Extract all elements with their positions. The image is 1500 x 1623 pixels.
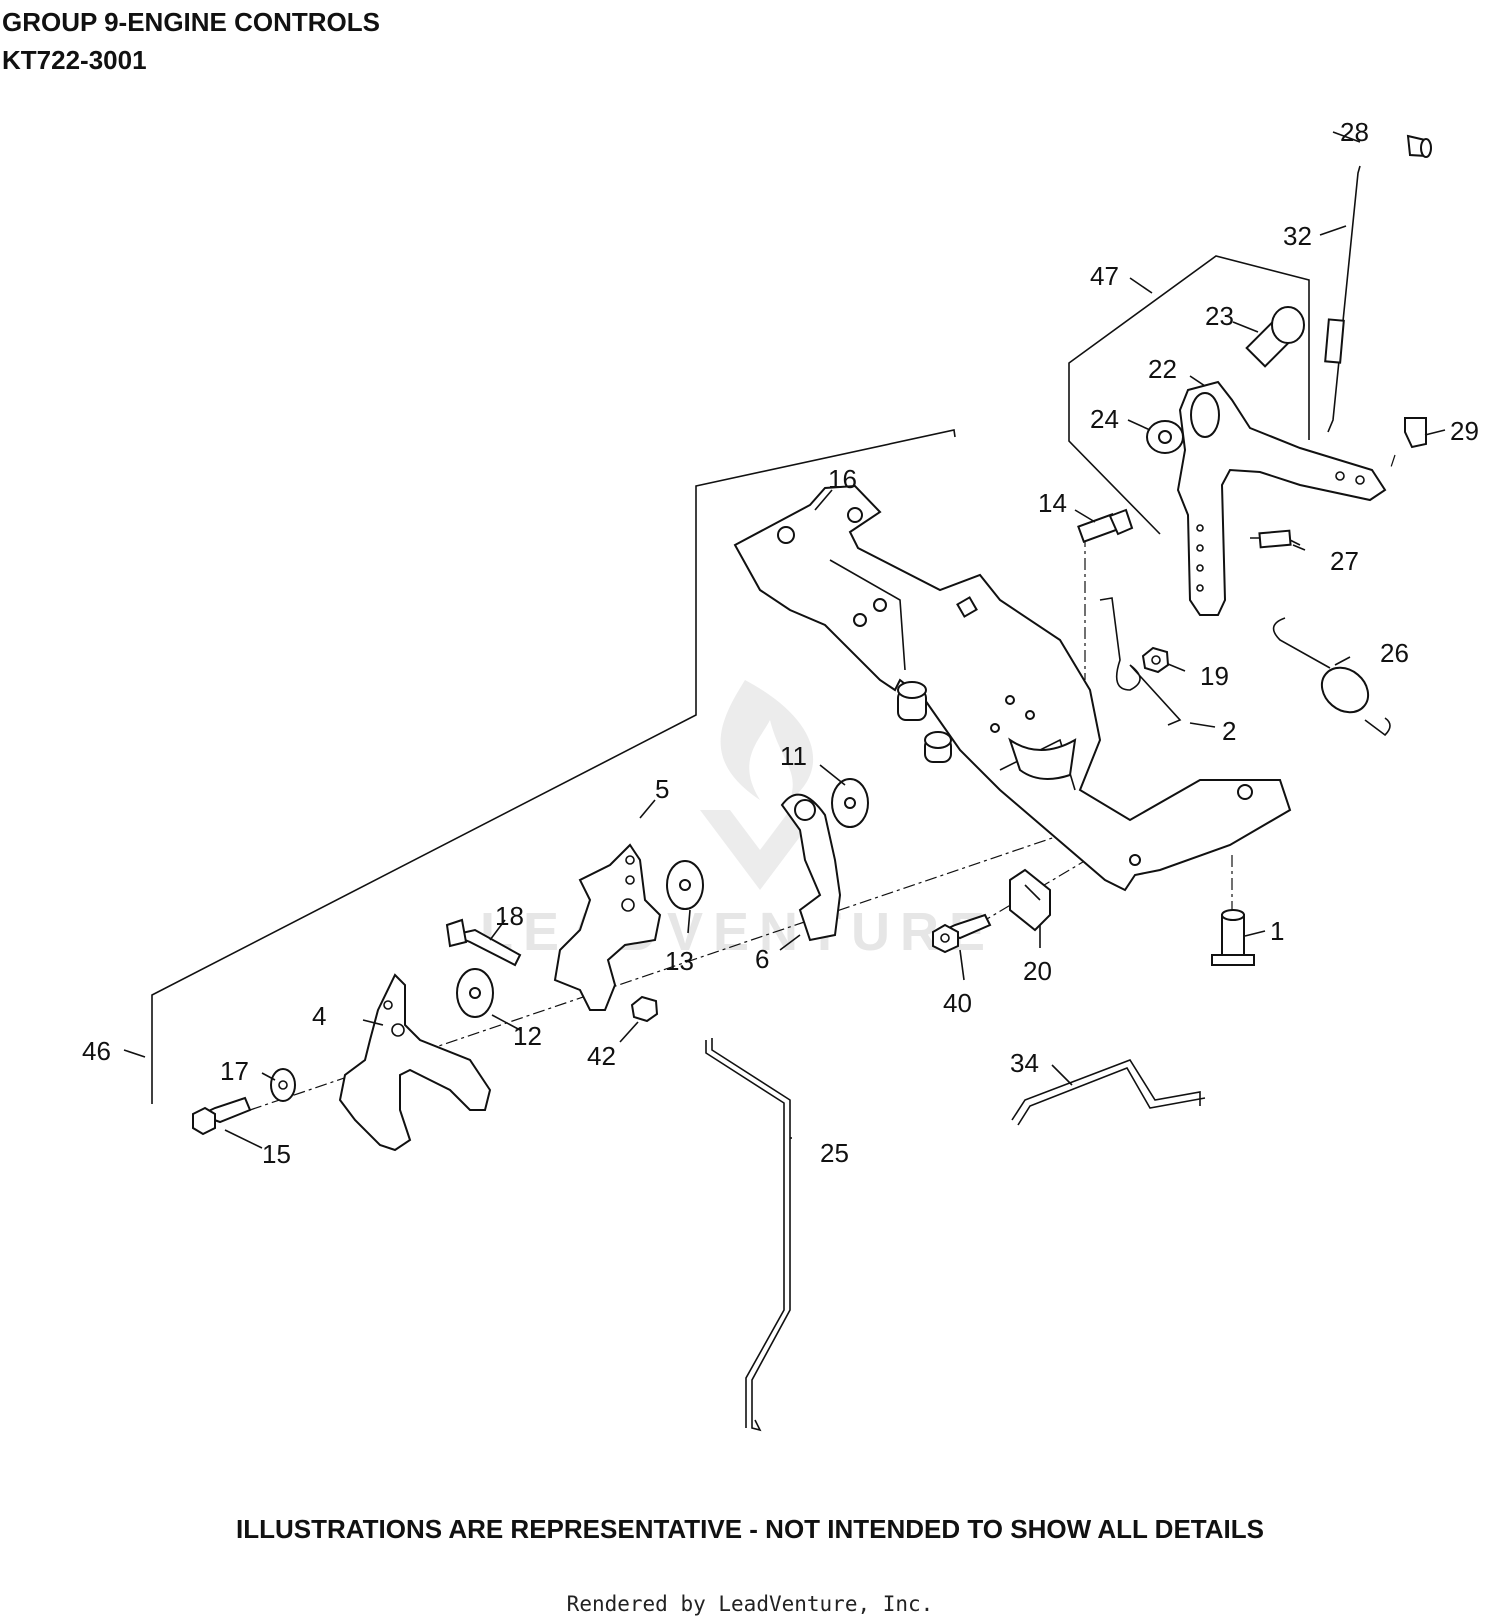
callout-18: 18 — [495, 901, 524, 931]
callout-26: 26 — [1380, 638, 1409, 668]
part-23-pin — [1245, 306, 1305, 368]
callout-25: 25 — [820, 1138, 849, 1168]
part-12-washer — [456, 968, 494, 1018]
part-22-lever — [1176, 380, 1387, 616]
callout-23: 23 — [1205, 301, 1234, 331]
callout-42: 42 — [587, 1041, 616, 1071]
callout-15: 15 — [262, 1139, 291, 1169]
callout-14: 14 — [1038, 488, 1067, 518]
part-5-bracket — [553, 843, 662, 1011]
part-18-bolt — [445, 918, 522, 967]
callout-16: 16 — [828, 464, 857, 494]
rendered-by: Rendered by LeadVenture, Inc. — [566, 1592, 934, 1616]
callout-11: 11 — [780, 741, 807, 771]
callout-27: 27 — [1330, 546, 1359, 576]
callout-47: 47 — [1090, 261, 1119, 291]
part-13-washer — [666, 860, 704, 910]
part-29-clip — [1404, 417, 1427, 449]
part-14-bolt — [1077, 508, 1134, 543]
part-15-bolt — [192, 1096, 252, 1136]
model-number: KT722-3001 — [2, 45, 147, 75]
part-42-nut — [630, 995, 659, 1023]
part-40-nut-bolt — [932, 913, 992, 954]
callout-12: 12 — [513, 1021, 542, 1051]
part-34-rod-edge — [1017, 1067, 1206, 1126]
part-28-cap — [1406, 134, 1432, 158]
part-25-rod — [711, 1038, 791, 1432]
part-19-nut — [1141, 646, 1170, 674]
axis-main — [249, 814, 1121, 1111]
callout-19: 19 — [1200, 661, 1229, 691]
callout-17: 17 — [220, 1056, 249, 1086]
assembly-46-outline — [151, 429, 956, 1104]
part-6-link — [780, 793, 842, 942]
part-2-spring-wire — [1099, 597, 1182, 726]
part-27-spring — [1250, 529, 1301, 549]
callout-28: 28 — [1340, 117, 1369, 147]
group-title: GROUP 9-ENGINE CONTROLS — [2, 7, 381, 37]
callout-5: 5 — [655, 774, 669, 804]
callout-34: 34 — [1010, 1048, 1039, 1078]
callout-46: 46 — [82, 1036, 111, 1066]
leader-lines — [123, 131, 1446, 1149]
callout-20: 20 — [1023, 956, 1052, 986]
callout-2: 2 — [1222, 716, 1236, 746]
part-16-control-plate — [733, 484, 1292, 892]
part-25-rod-edge — [705, 1040, 785, 1428]
callout-40: 40 — [943, 988, 972, 1018]
callout-13: 13 — [665, 946, 694, 976]
part-20-clip — [1009, 868, 1051, 932]
part-17-washer — [270, 1068, 296, 1102]
disclaimer: ILLUSTRATIONS ARE REPRESENTATIVE - NOT I… — [236, 1514, 1264, 1544]
axis-29 — [1389, 454, 1396, 471]
callout-4: 4 — [312, 1001, 326, 1031]
part-34-rod — [1011, 1059, 1201, 1121]
callout-32: 32 — [1283, 221, 1312, 251]
watermark-text: LEADVENTURE — [480, 902, 995, 962]
callout-6: 6 — [755, 944, 769, 974]
assembly-47-outline — [1068, 255, 1310, 535]
part-1-bolt — [1211, 909, 1255, 966]
part-32-rod — [1324, 165, 1361, 433]
callout-1: 1 — [1270, 916, 1284, 946]
callouts: 28 32 47 23 22 24 29 16 14 27 26 19 2 11… — [82, 117, 1479, 1169]
part-11-washer — [831, 778, 869, 828]
callout-22: 22 — [1148, 354, 1177, 384]
part-4-bracket — [338, 973, 492, 1152]
callout-24: 24 — [1090, 404, 1119, 434]
part-24-washer — [1146, 420, 1184, 454]
part-26-spring — [1272, 617, 1391, 737]
watermark: LEADVENTURE — [480, 680, 995, 962]
callout-29: 29 — [1450, 416, 1479, 446]
